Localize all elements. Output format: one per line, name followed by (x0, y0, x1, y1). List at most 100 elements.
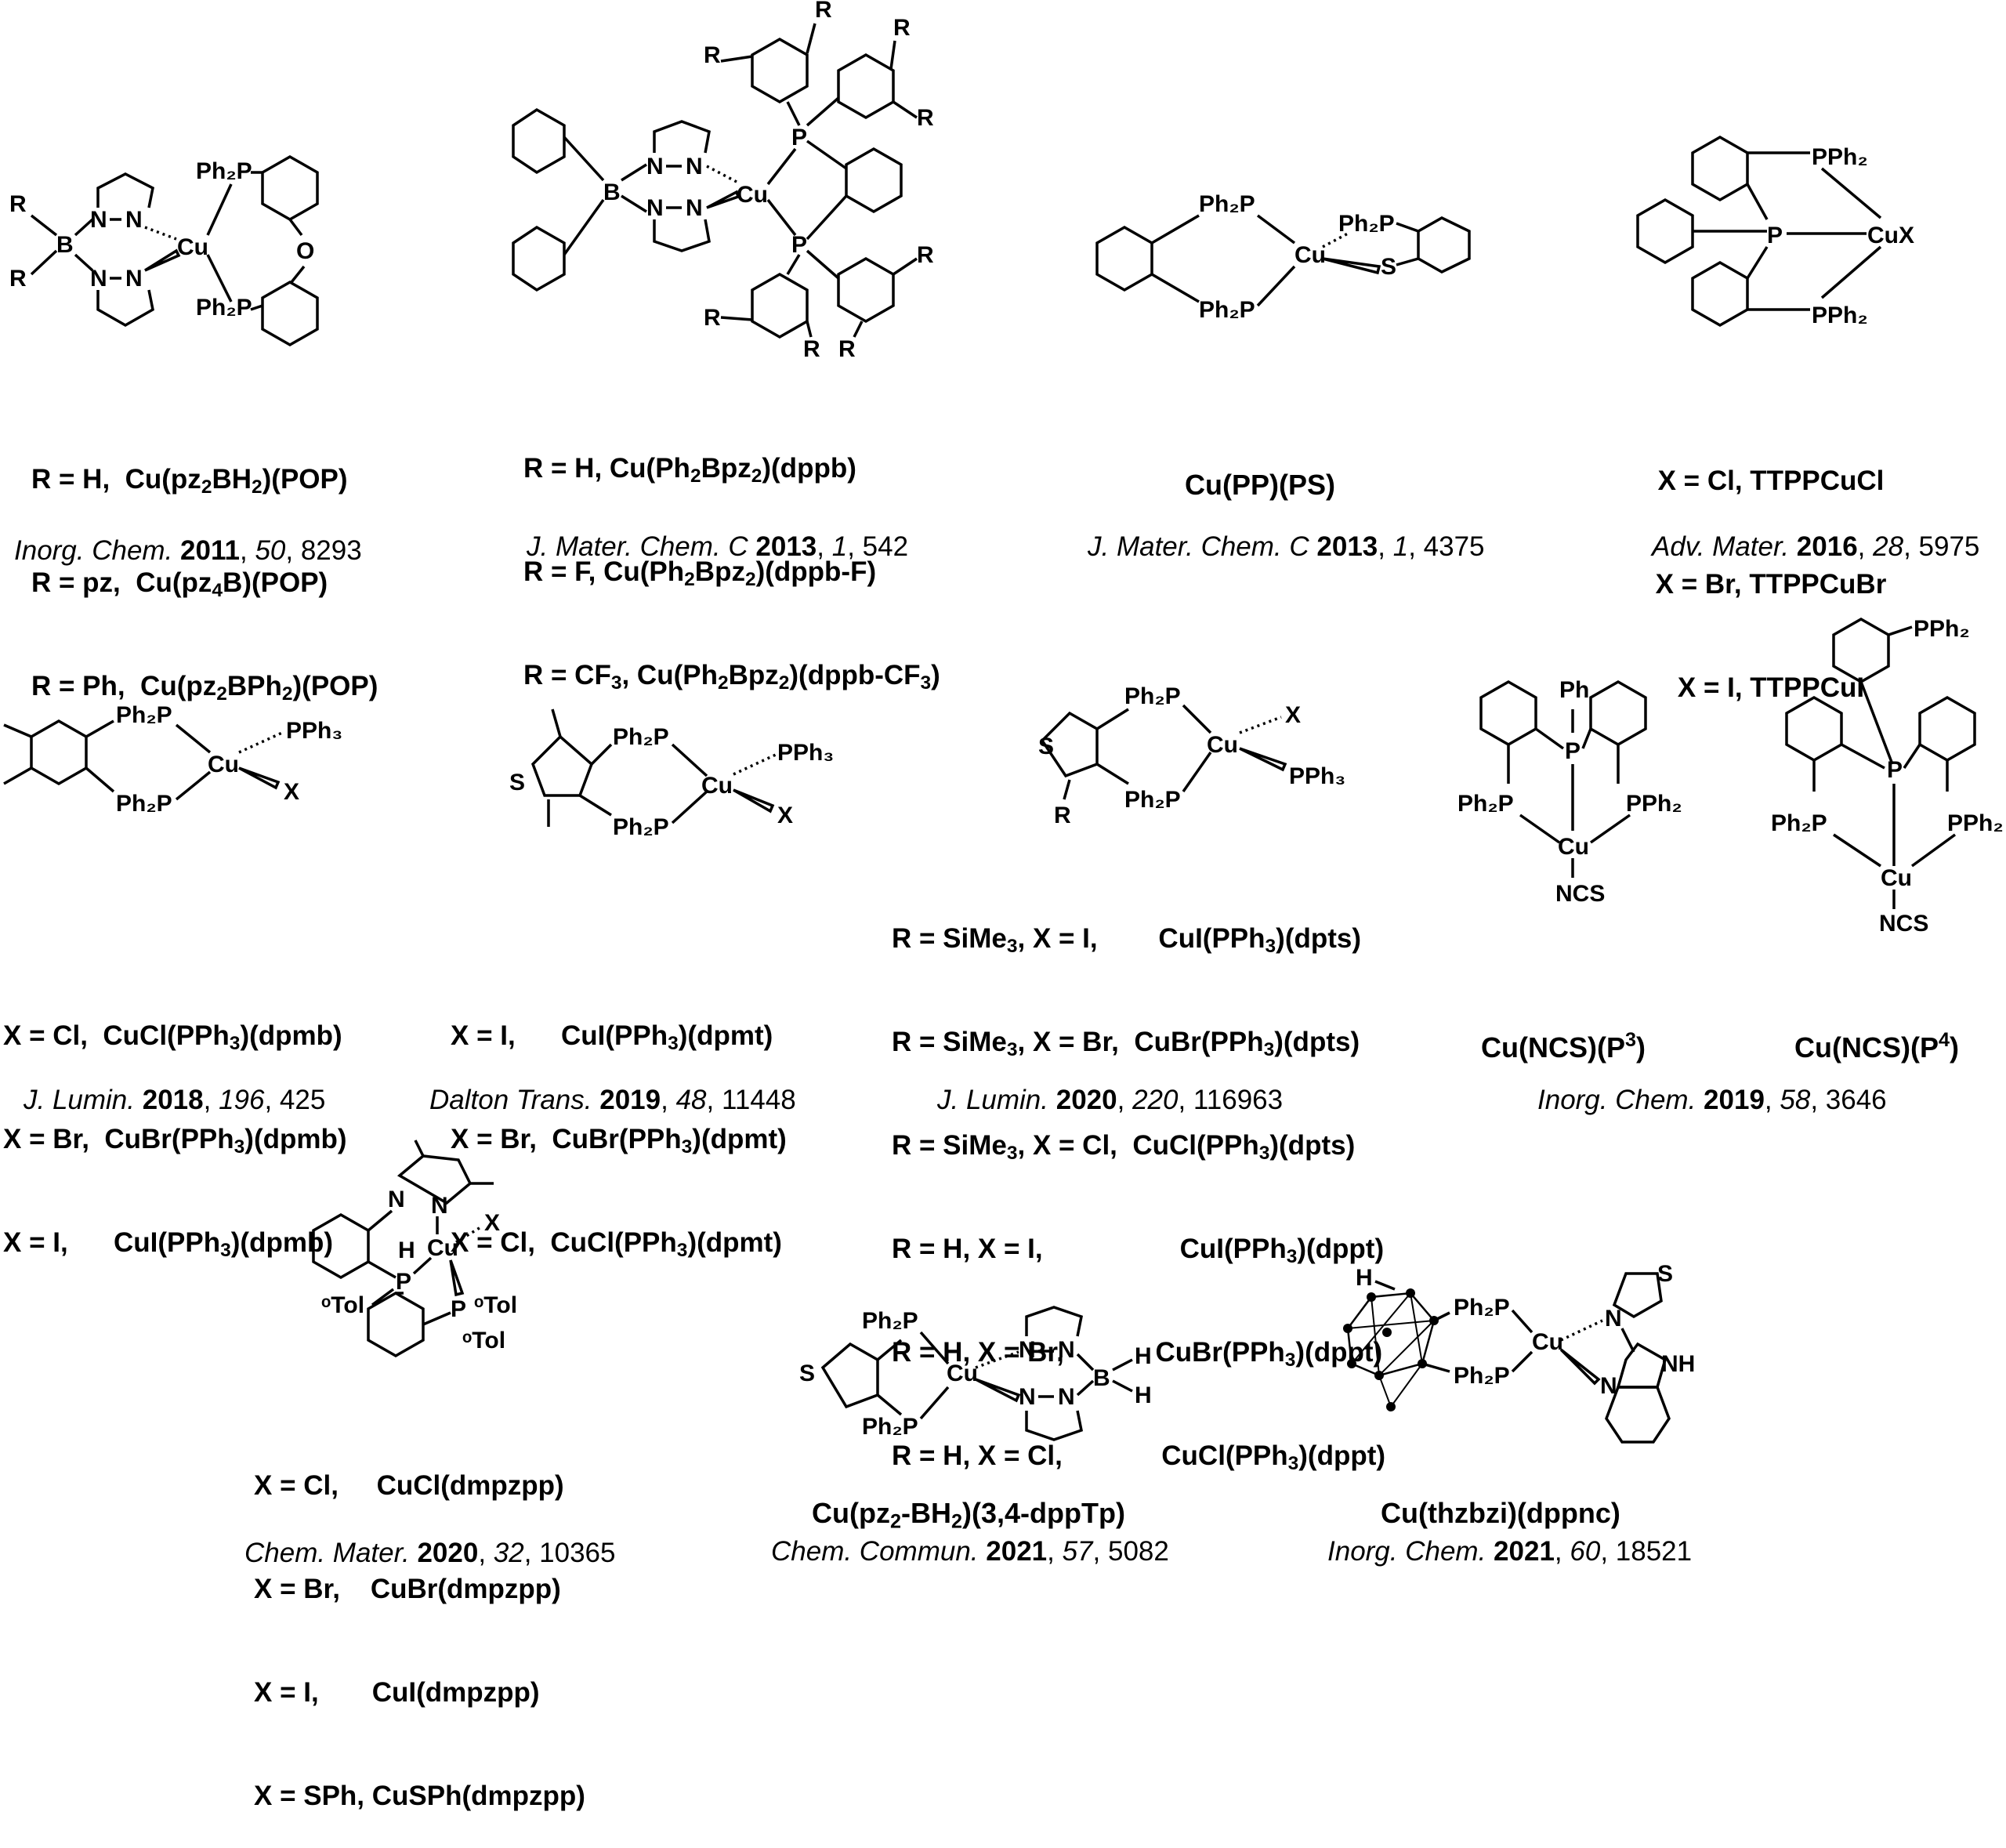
ref-journal: Inorg. Chem. (1537, 1085, 1696, 1115)
atom-p: P (791, 125, 807, 150)
ref-volume: 1 (1392, 531, 1409, 562)
atom-n: N (125, 266, 143, 292)
atom-r: R (704, 42, 721, 68)
panel2-labels: R = H, Cu(Ph2Bpz2)(dppb) R = F, Cu(Ph2Bp… (523, 382, 940, 727)
atom-cu: Cu (1558, 834, 1589, 860)
atom-cu: Cu (427, 1235, 458, 1261)
ref-journal: Inorg. Chem. (14, 535, 173, 566)
compound-label: X = Br, CuBr(PPh3)(dpmt) (451, 1124, 787, 1158)
atom-cu: Cu (701, 773, 733, 799)
atom-r: R (838, 336, 856, 362)
panel8-reference: Inorg. Chem. 2019, 58, 3646 (1537, 1085, 1887, 1115)
atom-x: X (484, 1210, 500, 1236)
atom-pph2: PPh₂ (1812, 303, 1868, 328)
panel6-labels: X = I, CuI(PPh3)(dpmt) X = Br, CuBr(PPh3… (451, 950, 787, 1295)
compound-label: R = F, Cu(Ph2Bpz2)(dppb-F) (523, 556, 877, 591)
compound-label: R = Ph, Cu(pz2BPh2)(POP) (31, 671, 378, 705)
atom-otol: ᵒTol (474, 1292, 517, 1318)
atom-pph2: PPh₂ (1626, 791, 1682, 817)
atom-h: H (1356, 1265, 1373, 1291)
ref-page: 11448 (721, 1085, 796, 1115)
atom-ph2p: Ph₂P (1457, 791, 1514, 817)
atom-cu: Cu (208, 752, 239, 777)
atom-n: N (686, 154, 703, 179)
panel5-reference: J. Lumin. 2018, 196, 425 (24, 1085, 326, 1115)
compound-label: R = pz, Cu(pz4B)(POP) (31, 567, 328, 602)
atom-h: H (1135, 1343, 1152, 1369)
structure-cux-pph3-dpts: S R Ph₂P Ph₂P Cu X PPh₃ (1038, 683, 1345, 828)
atom-x: X (777, 803, 793, 828)
compound-label: R = H, Cu(Ph2Bpz2)(dppb) (523, 453, 856, 487)
compound-label: X = SPh, CuSPh(dmpzpp) (254, 1781, 585, 1811)
atom-ph2p: Ph₂P (1771, 810, 1827, 836)
ref-journal: J. Mater. Chem. C (1088, 531, 1309, 562)
panel11-caption: Cu(thzbzi)(dppnc) (1381, 1497, 1620, 1529)
compound-label: X = Br, CuBr(dmpzpp) (254, 1574, 561, 1604)
atom-n: N (646, 195, 664, 221)
panel2-reference: J. Mater. Chem. C 2013, 1, 542 (527, 531, 909, 562)
atom-ph2p: Ph₂P (1199, 191, 1255, 217)
ref-volume: 50 (255, 535, 286, 566)
atom-otol: ᵒTol (462, 1328, 505, 1353)
atom-x: X (1285, 702, 1301, 728)
atom-cu: Cu (1294, 242, 1326, 268)
atom-cu: Cu (177, 234, 208, 260)
ref-journal: Inorg. Chem. (1327, 1536, 1486, 1567)
compound-label: X = I, CuI(PPh3)(dpmt) (451, 1020, 773, 1055)
ref-volume: 1 (831, 531, 848, 562)
ref-volume: 57 (1062, 1536, 1093, 1567)
panel10-reference: Chem. Commun. 2021, 57, 5082 (771, 1536, 1169, 1567)
ref-page: 18521 (1615, 1536, 1693, 1567)
structure-cu-ncs-p3: P Ph Ph₂P PPh₂ Cu NCS (1457, 677, 1682, 907)
compound-label: X = I, TTPPCuI (1677, 672, 1865, 703)
atom-n: N (1600, 1373, 1617, 1399)
compound-label: R = SiMe3, X = Cl, CuCl(PPh3)(dpts) (892, 1130, 1356, 1165)
atom-pph3: PPh₃ (1289, 763, 1345, 789)
atom-ph2p: Ph₂P (1199, 297, 1255, 323)
atom-pph2: PPh₂ (1947, 810, 2004, 836)
compound-label: R = CF3, Cu(Ph2Bpz2)(dppb-CF3) (523, 660, 940, 694)
atom-ph2p: Ph₂P (116, 702, 172, 728)
compound-label: X = Br, TTPPCuBr (1655, 569, 1887, 600)
atom-ncs: NCS (1879, 911, 1928, 937)
atom-ph2p: Ph₂P (116, 791, 172, 817)
atom-n: N (1019, 1384, 1036, 1410)
structure-cu-pp-ps: Ph₂P Ph₂P Cu Ph₂P S (1095, 191, 1471, 323)
atom-cu: Cu (1881, 865, 1912, 891)
ref-page: 116963 (1193, 1085, 1284, 1115)
atom-ph2p: Ph₂P (862, 1414, 918, 1440)
atom-ph: Ph (1559, 677, 1589, 703)
panel4-reference: Adv. Mater. 2016, 28, 5975 (1652, 531, 1980, 562)
atom-x: X (284, 779, 299, 805)
ref-journal: Chem. Mater. (244, 1538, 410, 1568)
compound-label: X = I, CuI(PPh3)(dpmb) (3, 1227, 334, 1262)
atom-r: R (9, 266, 27, 292)
ref-journal: J. Lumin. (937, 1085, 1048, 1115)
atom-n: N (686, 195, 703, 221)
atom-r: R (893, 15, 911, 41)
atom-pph3: PPh₃ (777, 740, 834, 766)
atom-n: N (1605, 1306, 1622, 1332)
atom-r: R (815, 0, 832, 23)
atom-h: H (398, 1237, 415, 1263)
ref-journal: J. Lumin. (24, 1085, 135, 1115)
ref-year: 2018 (142, 1085, 204, 1115)
structure-cu-thzbzi-dppnc: H Ph₂P Ph₂P Cu N S N NH (1343, 1261, 1695, 1444)
ref-year: 2021 (1494, 1536, 1555, 1567)
ref-page: 5975 (1918, 531, 1980, 562)
ref-year: 2013 (1316, 531, 1378, 562)
panel5-labels: X = Cl, CuCl(PPh3)(dpmb) X = Br, CuBr(PP… (3, 950, 347, 1295)
atom-otol: ᵒTol (321, 1292, 364, 1318)
atom-n: N (1058, 1384, 1075, 1410)
atom-p: P (1887, 757, 1903, 783)
compound-label: X = Cl, CuCl(PPh3)(dpmt) (451, 1227, 782, 1262)
panel4-labels: X = Cl, TTPPCuCl X = Br, TTPPCuBr X = I,… (1646, 395, 1896, 740)
atom-pph2: PPh₂ (1812, 144, 1868, 170)
structure-ttppcux: P PPh₂ PPh₂ Cu X (1636, 135, 1914, 328)
panel7-labels: R = SiMe3, X = I, CuI(PPh3)(dpts) R = Si… (892, 853, 1385, 1508)
panel9-labels: X = Cl, CuCl(dmpzpp) X = Br, CuBr(dmpzpp… (254, 1400, 585, 1848)
panel6-reference: Dalton Trans. 2019, 48, 11448 (429, 1085, 796, 1115)
atom-r: R (917, 242, 934, 268)
compound-label: X = Cl, CuCl(dmpzpp) (254, 1470, 564, 1501)
ref-year: 2020 (1056, 1085, 1117, 1115)
